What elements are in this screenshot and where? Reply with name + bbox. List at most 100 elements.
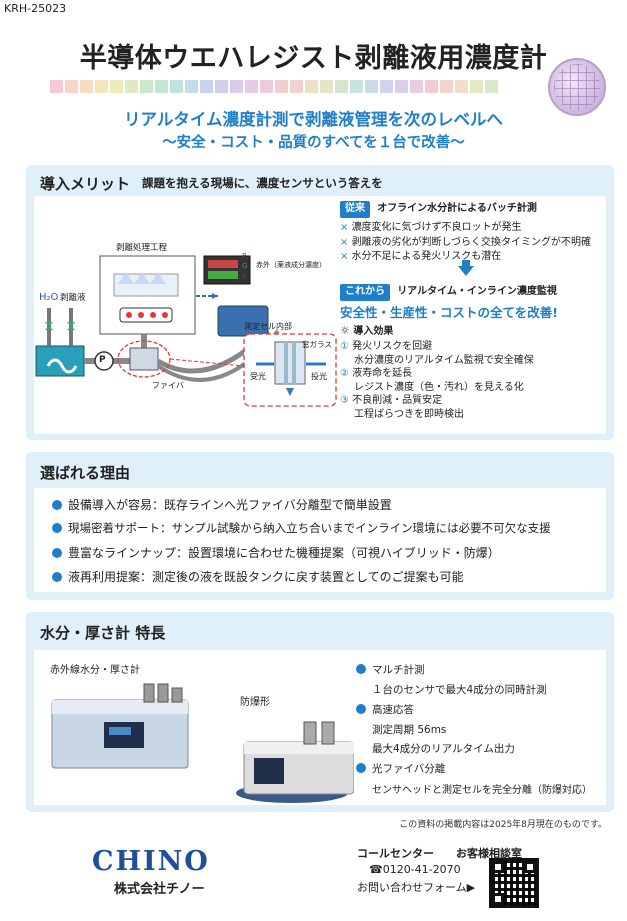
rgb-b: B bbox=[242, 272, 247, 280]
feature-item: 光ファイバ分離 bbox=[356, 761, 445, 776]
color-swatch bbox=[305, 80, 318, 93]
features-section: 水分・厚さ計 特長 赤外線水分・厚さ計 防爆形 マルチ計測 １台のセンサで最大4… bbox=[26, 612, 614, 812]
bullet-icon bbox=[52, 500, 62, 510]
reason-item: 豊富なラインナップ：設置環境に合わせた機種提案（可視ハイブリッド・防爆） bbox=[52, 544, 500, 561]
bullet-icon bbox=[52, 572, 62, 582]
effect-desc: レジスト濃度（色・汚れ）を見える化 bbox=[354, 381, 524, 393]
reason-item: 現場密着サポート：サンプル試験から納入立ち合いまでインライン環境には必要不可欠な… bbox=[52, 520, 551, 536]
after-tag: これから bbox=[340, 284, 390, 301]
before-item: × 水分不足による発火リスクも潜在 bbox=[340, 251, 502, 262]
before-row: 従来 オフライン水分計によるバッチ計測 bbox=[340, 201, 537, 218]
color-swatch bbox=[380, 80, 393, 93]
bullet-icon bbox=[356, 664, 366, 674]
inquiry-form-link[interactable]: お問い合わせフォーム▶ bbox=[357, 881, 476, 894]
fiber-label: ファイバ bbox=[152, 381, 184, 390]
date-note: この資料の掲載内容は2025年8月現在のものです。 bbox=[399, 820, 607, 830]
company-name: 株式会社チノー bbox=[114, 882, 205, 897]
effect-title-row: ☼ 導入効果 bbox=[340, 324, 393, 340]
down-arrow-icon bbox=[458, 266, 474, 276]
effect-item: ② 液寿命を延長 bbox=[340, 368, 413, 380]
color-swatch bbox=[425, 80, 438, 93]
color-swatch bbox=[185, 80, 198, 93]
stripper-label: 剥離液 bbox=[60, 293, 86, 303]
color-swatch bbox=[50, 80, 63, 93]
color-swatch bbox=[65, 80, 78, 93]
product-label-infrared: 赤外線水分・厚さ計 bbox=[50, 665, 140, 676]
receive-label: 受光 bbox=[250, 372, 266, 381]
color-swatch bbox=[125, 80, 138, 93]
subtitle-secondary: ～安全・コスト・品質のすべてを１台で改善～ bbox=[162, 135, 465, 151]
wafer-illustration bbox=[548, 58, 606, 116]
color-swatch bbox=[455, 80, 468, 93]
process-diagram bbox=[35, 255, 337, 407]
h2o-label: H₂O bbox=[39, 292, 59, 303]
color-swatch bbox=[170, 80, 183, 93]
color-swatch bbox=[95, 80, 108, 93]
rgb-g: G bbox=[242, 262, 248, 270]
color-swatch bbox=[290, 80, 303, 93]
reasons-section: 選ばれる理由 設備導入が容易：既存ラインへ光ファイバ分離型で簡単設置 現場密着サ… bbox=[26, 452, 614, 600]
effect-desc: 水分濃度のリアルタイム監視で安全確保 bbox=[354, 354, 534, 366]
before-title: オフライン水分計によるバッチ計測 bbox=[377, 203, 537, 214]
features-heading: 水分・厚さ計 特長 bbox=[40, 624, 166, 642]
merit-heading: 導入メリット bbox=[40, 175, 131, 193]
color-swatch bbox=[245, 80, 258, 93]
reasons-content: 設備導入が容易：既存ラインへ光ファイバ分離型で簡単設置 現場密着サポート：サンプ… bbox=[34, 488, 606, 592]
contact-label: コールセンター お客様相談室 bbox=[357, 847, 522, 860]
color-swatch bbox=[230, 80, 243, 93]
before-list: × 濃度変化に気づけず不良ロットが発生 × 剥離液の劣化が判断しづらく交換タイミ… bbox=[340, 221, 591, 265]
before-item: × 濃度変化に気づけず不良ロットが発生 bbox=[340, 222, 522, 233]
bullet-icon bbox=[356, 704, 366, 714]
reason-item: 液再利用提案：測定後の液を既設タンクに戻す装置としてのご提案も可能 bbox=[52, 568, 464, 585]
color-swatch bbox=[365, 80, 378, 93]
emit-label: 投光 bbox=[311, 372, 327, 381]
effect-title: 導入効果 bbox=[353, 326, 394, 337]
color-swatch bbox=[470, 80, 483, 93]
effect-list: ① 発火リスクを回避 水分濃度のリアルタイム監視で安全確保 ② 液寿命を延長 レ… bbox=[340, 340, 534, 422]
cell-title-label: 測定セル内部 bbox=[244, 322, 292, 331]
color-swatch bbox=[215, 80, 228, 93]
rgb-r: R bbox=[242, 252, 247, 260]
lightbulb-icon: ☼ bbox=[340, 324, 350, 337]
merit-content: H₂O 剥離液 剥離処理工程 P R G B 赤外（薬液成分濃度） 測定セル内部… bbox=[34, 196, 606, 434]
phone-number[interactable]: ☎0120-41-2070 bbox=[369, 863, 461, 876]
color-swatch bbox=[275, 80, 288, 93]
color-swatch bbox=[410, 80, 423, 93]
merit-section: 導入メリット 課題を抱える現場に、濃度センサという答えを bbox=[26, 165, 614, 440]
feature-desc: センサヘッドと測定セルを完全分離（防爆対応） bbox=[372, 785, 592, 796]
color-swatch bbox=[140, 80, 153, 93]
document-number: KRH-25023 bbox=[4, 2, 67, 15]
after-row: これから リアルタイム・インライン濃度監視 bbox=[340, 284, 557, 301]
color-swatch bbox=[260, 80, 273, 93]
reason-item: 設備導入が容易：既存ラインへ光ファイバ分離型で簡単設置 bbox=[52, 496, 392, 513]
color-swatch bbox=[335, 80, 348, 93]
merit-heading-sub: 課題を抱える現場に、濃度センサという答えを bbox=[142, 176, 383, 190]
effect-item: ③ 不良削減・品質安定 bbox=[340, 395, 443, 407]
qr-code-icon[interactable] bbox=[489, 858, 539, 908]
effect-desc: 工程ばらつきを即時検出 bbox=[354, 408, 464, 420]
before-tag: 従来 bbox=[340, 201, 370, 218]
down-arrow-stem bbox=[462, 260, 470, 267]
feature-desc: 最大4成分のリアルタイム出力 bbox=[372, 743, 515, 755]
feature-item: 高速応答 bbox=[356, 702, 414, 717]
pump-icon bbox=[94, 351, 114, 371]
feature-desc: １台のセンサで最大4成分の同時計測 bbox=[372, 684, 547, 696]
company-logo: CHINO bbox=[92, 846, 210, 877]
feature-desc: 測定周期 56ms bbox=[372, 724, 447, 736]
before-item: × 剥離液の劣化が判断しづらく交換タイミングが不明確 bbox=[340, 236, 591, 248]
product-label-explosion-proof: 防爆形 bbox=[240, 697, 270, 708]
color-swatch bbox=[485, 80, 498, 93]
infrared-label: 赤外（薬液成分濃度） bbox=[256, 261, 326, 269]
sensor-unit bbox=[217, 305, 269, 337]
color-swatch bbox=[440, 80, 453, 93]
tank-icon bbox=[35, 345, 85, 377]
color-strip bbox=[50, 80, 498, 93]
color-swatch bbox=[110, 80, 123, 93]
color-swatch bbox=[80, 80, 93, 93]
effect-item: ① 発火リスクを回避 bbox=[340, 341, 433, 352]
color-swatch bbox=[200, 80, 213, 93]
bullet-icon bbox=[52, 548, 62, 558]
bullet-icon bbox=[356, 763, 366, 773]
process-label: 剥離処理工程 bbox=[116, 243, 168, 253]
product-images bbox=[51, 683, 354, 803]
